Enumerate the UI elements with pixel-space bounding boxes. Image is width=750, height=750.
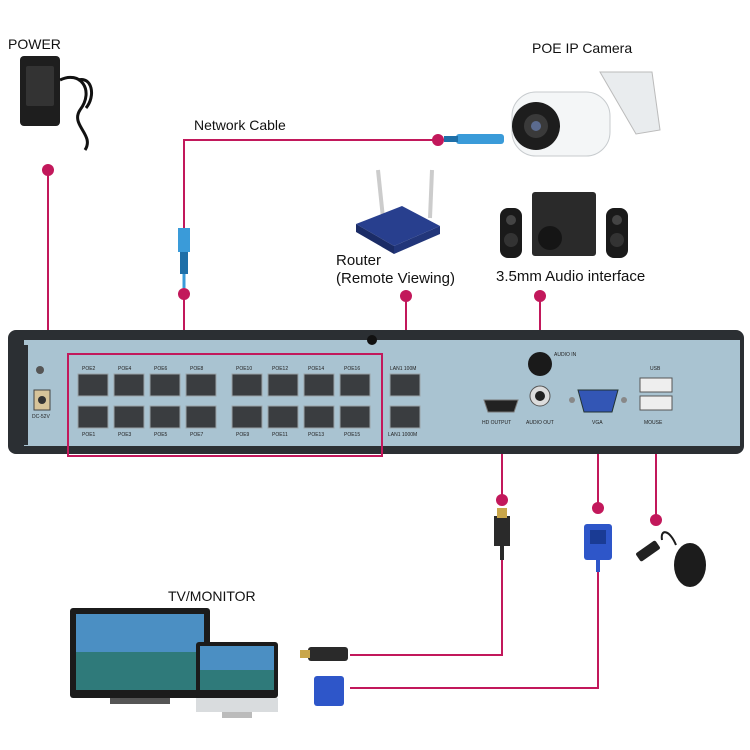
audio-in-label: AUDIO IN <box>554 352 577 358</box>
poe-ports <box>77 373 371 429</box>
poe-top-label: POE2 <box>82 366 96 372</box>
poe-bottom-label: POE3 <box>118 432 132 438</box>
poe-top-label: POE14 <box>308 366 325 372</box>
poe-top-label: POE10 <box>236 366 253 372</box>
usb-mouse-icon <box>636 531 706 587</box>
poe-bottom-label: POE15 <box>344 432 361 438</box>
audio-dot <box>534 290 546 302</box>
audio-interface-label: 3.5mm Audio interface <box>496 268 646 285</box>
vga-label: VGA <box>592 420 603 426</box>
router-dot <box>400 290 412 302</box>
hd-output-label: HD OUTPUT <box>482 420 512 426</box>
poe-bottom-label: POE13 <box>308 432 325 438</box>
tv-monitor-icon <box>70 608 278 718</box>
tv-monitor-label: TV/MONITOR <box>168 588 256 604</box>
poe-top-label: POE4 <box>118 366 132 372</box>
hdmi-port <box>483 399 519 413</box>
usb-ports <box>639 377 673 411</box>
lan-top-label: LAN1 100M <box>390 366 417 372</box>
lan-bottom-label: LAN1 1000M <box>388 432 418 438</box>
network-dot <box>178 288 190 300</box>
network-line-top <box>183 139 438 250</box>
poe-top-label: POE16 <box>344 366 361 372</box>
poe-bottom-label: POE5 <box>154 432 168 438</box>
vga-cable-icon <box>584 524 612 572</box>
poe-camera-label: POE IP Camera <box>532 40 633 56</box>
mouse-label: MOUSE <box>644 420 663 426</box>
hdmi-dot <box>496 494 508 506</box>
poe-bottom-label: POE11 <box>272 432 288 438</box>
vga-port <box>569 389 627 413</box>
poe-highlight-box <box>67 353 383 457</box>
power-dot <box>42 164 54 176</box>
router-sublabel: (Remote Viewing) <box>336 270 455 287</box>
dc-label: DC-52V <box>32 414 50 420</box>
poe-top-label: POE6 <box>154 366 168 372</box>
poe-camera-icon <box>444 71 661 157</box>
poe-bottom-label: POE9 <box>236 432 250 438</box>
monitor-cables-icon <box>300 647 348 706</box>
hdmi-cable-icon <box>494 508 510 560</box>
router-label: Router <box>336 252 382 269</box>
hdmi-monitor-line <box>350 530 503 656</box>
poe-bottom-label: POE1 <box>82 432 96 438</box>
vga-monitor-line <box>350 560 599 689</box>
router-icon <box>356 169 440 254</box>
power-label: POWER <box>8 36 61 52</box>
network-cable-icon <box>178 228 190 288</box>
speakers-icon <box>500 192 628 258</box>
audio-out-label: AUDIO OUT <box>526 420 554 426</box>
usb-label: USB <box>650 366 661 372</box>
power-adapter-icon <box>20 56 94 151</box>
network-cable-label: Network Cable <box>194 117 286 133</box>
camera-dot <box>432 134 444 146</box>
usb-dot <box>650 514 662 526</box>
audio-ports <box>528 352 552 407</box>
poe-top-label: POE8 <box>190 366 204 372</box>
lan-ports <box>389 373 421 429</box>
poe-bottom-label: POE7 <box>190 432 204 438</box>
poe-top-label: POE12 <box>272 366 289 372</box>
vga-dot <box>592 502 604 514</box>
